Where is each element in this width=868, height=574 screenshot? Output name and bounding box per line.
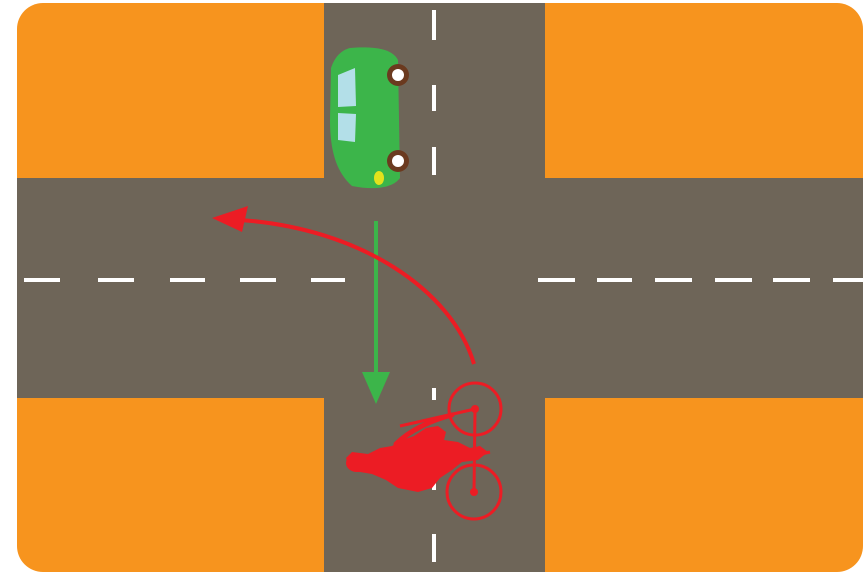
car-headlight bbox=[374, 171, 384, 185]
rider-head bbox=[346, 454, 368, 472]
car-window-rear bbox=[338, 113, 356, 142]
car-wheel-rear bbox=[387, 150, 409, 172]
horizontal-road bbox=[17, 178, 863, 398]
car-wheel-front bbox=[387, 64, 409, 86]
car-icon bbox=[330, 47, 409, 188]
